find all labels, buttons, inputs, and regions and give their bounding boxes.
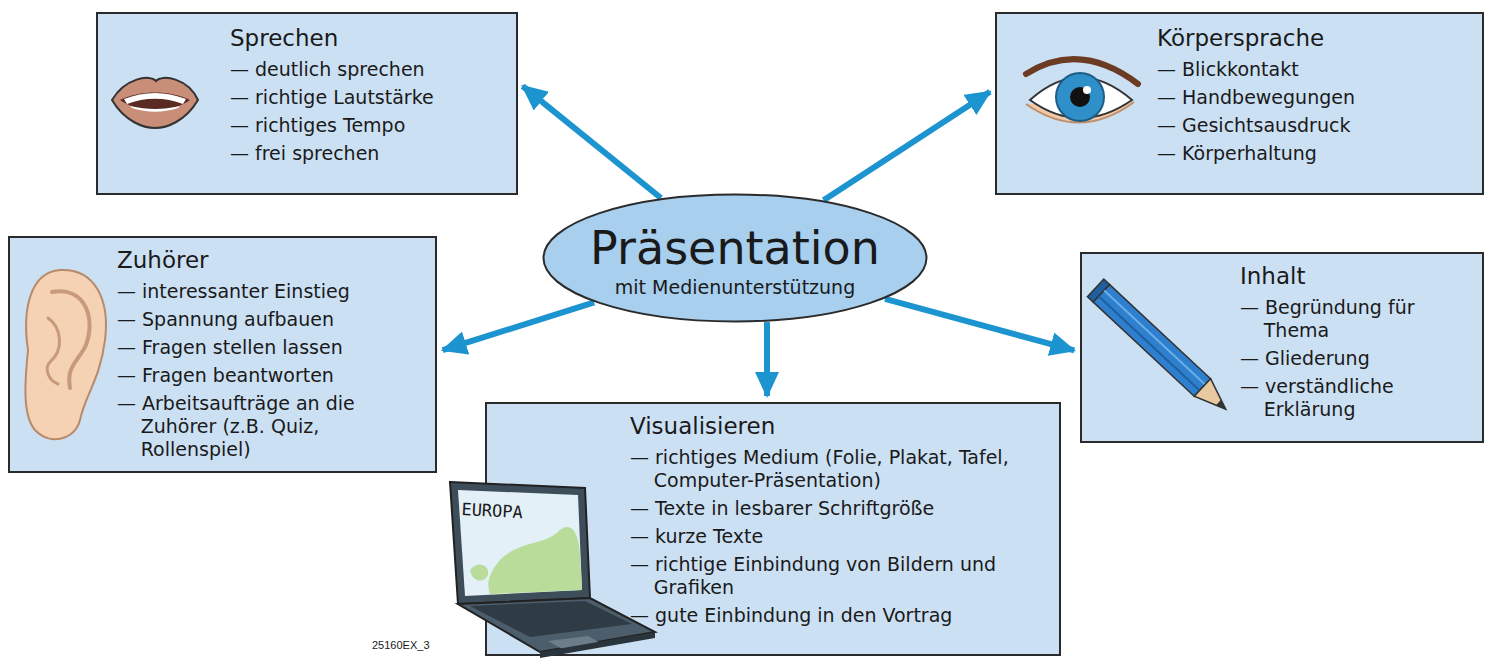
bullet-item: — Texte in lesbarer Schriftgröße bbox=[630, 497, 1047, 520]
box-heading: Inhalt bbox=[1240, 262, 1470, 290]
bullet-item: — Blickkontakt bbox=[1157, 58, 1470, 81]
bullet-item: — richtiges Medium (Folie, Plakat, Tafel… bbox=[630, 446, 1047, 492]
bullet-item: — deutlich sprechen bbox=[230, 58, 504, 81]
bullet-item: — Körperhaltung bbox=[1157, 142, 1470, 165]
connector-arrow bbox=[523, 86, 661, 198]
bullet-item: — Gliederung bbox=[1240, 347, 1470, 370]
bullet-item: — richtige Lautstärke bbox=[230, 86, 504, 109]
connector-arrow bbox=[885, 299, 1074, 351]
bullet-item: — richtiges Tempo bbox=[230, 114, 504, 137]
bullet-item: — Spannung aufbauen bbox=[117, 308, 423, 331]
center-title: Präsentation bbox=[590, 221, 880, 275]
bullet-item: — gute Einbindung in den Vortrag bbox=[630, 604, 1047, 627]
bullet-item: — frei sprechen bbox=[230, 142, 504, 165]
connector-arrow bbox=[443, 302, 594, 350]
box-heading: Körpersprache bbox=[1157, 24, 1470, 52]
screen-text: EUROPA bbox=[461, 499, 523, 522]
ear-icon bbox=[25, 270, 106, 439]
lips-icon bbox=[112, 78, 198, 128]
topic-box: Körpersprache — Blickkontakt — Handbewegun… bbox=[995, 12, 1484, 195]
bullet-item: — Fragen beantworten bbox=[117, 364, 423, 387]
bullet-item: — Arbeitsaufträge an die Zuhörer (z.B. Q… bbox=[117, 392, 423, 461]
topic-box: Visualisieren — richtiges Medium (Folie, … bbox=[485, 402, 1061, 656]
topic-box: Inhalt — Begründung für Thema — Gliederung… bbox=[1080, 252, 1484, 443]
figure-code: 25160EX_3 bbox=[372, 639, 430, 651]
pencil-icon bbox=[1087, 279, 1234, 418]
bullet-item: — interessanter Einstieg bbox=[117, 280, 423, 303]
connector-arrow bbox=[764, 322, 770, 396]
center-subtitle: mit Medienunterstützung bbox=[615, 275, 855, 299]
laptop-icon bbox=[450, 482, 655, 658]
bullet-item: — verständliche Erklärung bbox=[1240, 375, 1470, 421]
connector-arrow bbox=[824, 92, 990, 200]
box-heading: Zuhörer bbox=[117, 246, 423, 274]
box-heading: Visualisieren bbox=[630, 412, 1047, 440]
eye-icon bbox=[1026, 59, 1138, 122]
box-heading: Sprechen bbox=[230, 24, 504, 52]
bullet-item: — Fragen stellen lassen bbox=[117, 336, 423, 359]
center-ellipse: Präsentationmit Medienunterstützung bbox=[542, 193, 928, 323]
bullet-item: — Begründung für Thema bbox=[1240, 296, 1470, 342]
bullet-item: — Gesichtsausdruck bbox=[1157, 114, 1470, 137]
bullet-item: — kurze Texte bbox=[630, 525, 1047, 548]
bullet-item: — Handbewegungen bbox=[1157, 86, 1470, 109]
bullet-item: — richtige Einbindung von Bildern und Gr… bbox=[630, 553, 1047, 599]
topic-box: Sprechen — deutlich sprechen — richtige La… bbox=[96, 12, 518, 195]
topic-box: Zuhörer — interessanter Einstieg — Spannun… bbox=[8, 236, 437, 473]
